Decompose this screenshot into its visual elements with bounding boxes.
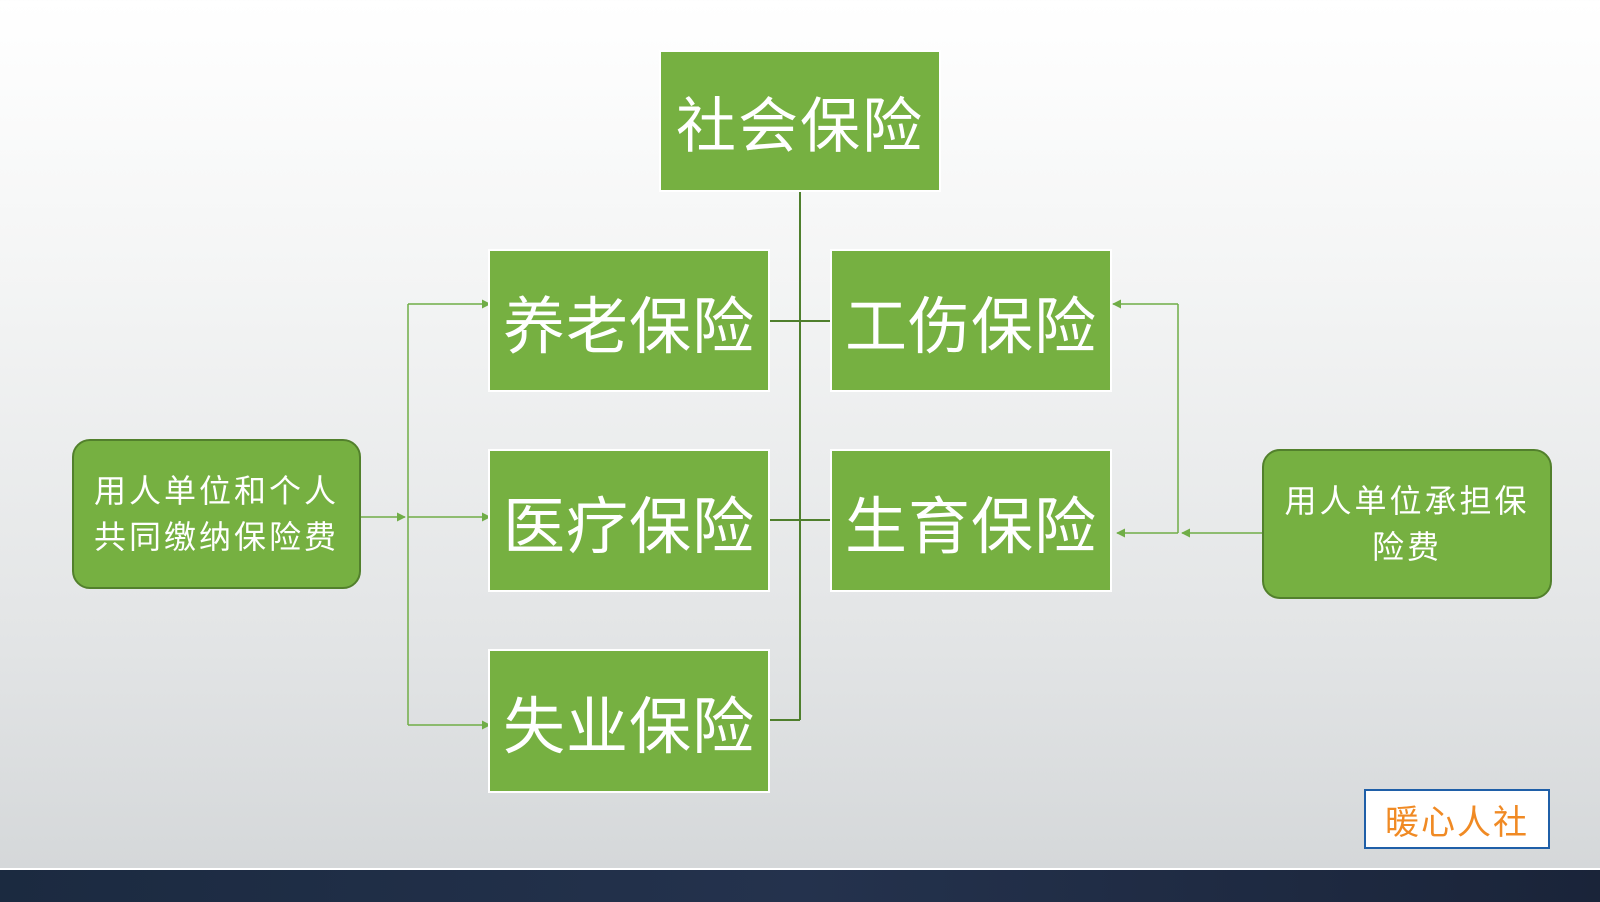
medical-label: 医疗保险 [502,489,755,563]
root-node-social-insurance: 社会保险 [659,50,941,192]
right-note-label: 用人单位承担保险费 [1284,482,1530,566]
injury-label: 工伤保险 [844,289,1097,363]
root-node-label: 社会保险 [676,91,924,162]
node-unemployment-insurance: 失业保险 [488,649,770,793]
node-work-injury-insurance: 工伤保险 [830,249,1112,392]
left-note-label: 用人单位和个人共同缴纳保险费 [93,472,339,556]
node-medical-insurance: 医疗保险 [488,449,770,592]
maternity-label: 生育保险 [844,489,1097,563]
unemployment-label: 失业保险 [502,690,755,763]
pension-label: 养老保险 [502,289,755,363]
brand-logo: 暖心人社 [1364,789,1550,849]
bottom-bar [0,868,1600,902]
brand-logo-text: 暖心人社 [1385,802,1529,843]
left-note-shared-contribution: 用人单位和个人共同缴纳保险费 [72,439,361,589]
node-maternity-insurance: 生育保险 [830,449,1112,592]
right-note-employer-contribution: 用人单位承担保险费 [1262,449,1552,599]
node-pension-insurance: 养老保险 [488,249,770,392]
